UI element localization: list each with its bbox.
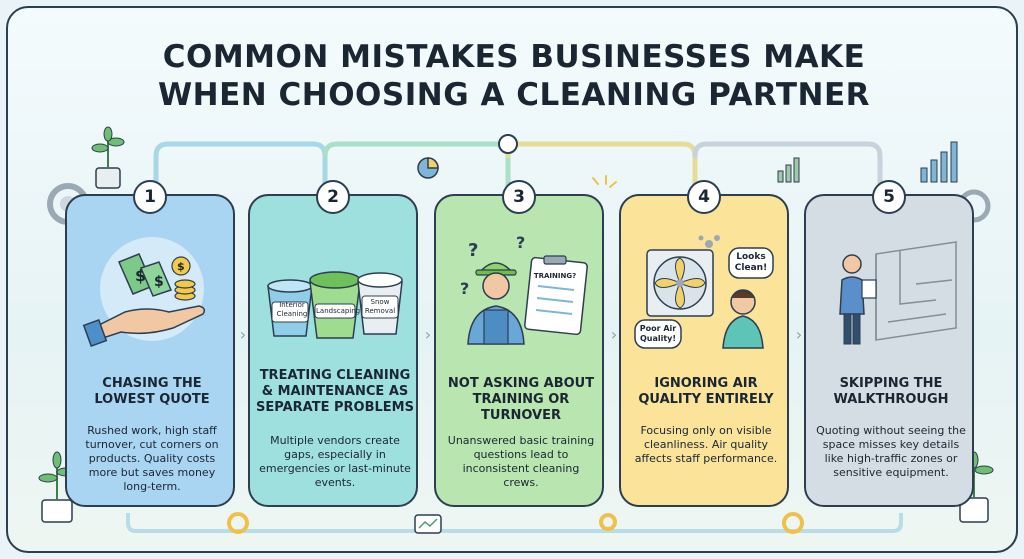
svg-text:?: ? xyxy=(516,233,525,252)
fan-vent-icon xyxy=(646,249,714,317)
buckets-illustration xyxy=(267,271,403,339)
arrow-right-icon: › xyxy=(424,325,432,344)
air-vent-illustration xyxy=(634,235,774,349)
card-description: Rushed work, high staff turnover, cut co… xyxy=(85,424,219,493)
worker-training-illustration: ? ? ? xyxy=(460,233,588,345)
step-number-badge: 5 xyxy=(872,180,906,214)
card-title: NOT ASKING ABOUT TRAINING OR TURNOVER xyxy=(447,376,595,423)
title-line-1: COMMON MISTAKES BUSINESSES MAKE xyxy=(162,39,866,75)
sparkle-icon xyxy=(592,175,617,188)
arrow-right-icon: › xyxy=(795,325,803,344)
bucket-label-interior: Interior Cleaning xyxy=(276,301,308,318)
card-title: CHASING THE LOWEST QUOTE xyxy=(94,376,210,407)
card-description: Unanswered basic training questions lead… xyxy=(447,434,595,489)
person-with-clipboard-icon xyxy=(839,254,877,345)
person-coughing-icon xyxy=(722,289,764,349)
card-title: TREATING CLEANING & MAINTENANCE AS SEPAR… xyxy=(256,368,414,415)
walkthrough-illustration xyxy=(839,241,957,345)
svg-text:$: $ xyxy=(135,266,146,285)
clipboard-label: TRAINING? xyxy=(533,272,577,280)
step-number-badge: 4 xyxy=(687,180,721,214)
plant-icon xyxy=(91,126,125,189)
infographic-frame: COMMON MISTAKES BUSINESSES MAKE WHEN CHO… xyxy=(6,6,1018,553)
clipboard-icon xyxy=(524,255,588,336)
worker-icon xyxy=(467,262,525,345)
bucket-label-landscaping: Landscaping xyxy=(316,307,361,315)
mistake-card-3: 3 ? ? ? xyxy=(434,180,604,507)
svg-text:$: $ xyxy=(177,260,185,273)
question-mark-icon: ? ? ? xyxy=(460,233,525,298)
price-tag-icon: $ $ xyxy=(118,253,173,297)
bucket-label-snow: Snow Removal xyxy=(364,298,396,315)
speech-bubble-poor-air: Poor Air Quality! xyxy=(639,324,677,343)
mistake-card-5: 5 SKIPPING THE WALKTHROUGH Quoting witho… xyxy=(804,180,974,507)
svg-text:?: ? xyxy=(460,279,469,298)
dust-icon xyxy=(698,235,720,248)
pie-chart-icon xyxy=(417,157,439,179)
line-chart-icon xyxy=(414,514,442,534)
bar-chart-icon xyxy=(920,141,958,183)
card-description: Multiple vendors create gaps, especially… xyxy=(259,434,411,489)
speech-bubble-looks-clean: Looks Clean! xyxy=(734,252,768,273)
card-title: SKIPPING THE WALKTHROUGH xyxy=(833,376,949,407)
step-number-badge: 1 xyxy=(133,180,167,214)
mistake-card-1: 1 $ $ $ CHASING THE LOWEST QUOTE Rush xyxy=(65,180,235,507)
coin-stack-icon: $ xyxy=(171,256,196,301)
gear-icon xyxy=(227,512,804,534)
floor-plan-icon xyxy=(875,241,957,341)
step-number-badge: 2 xyxy=(316,180,350,214)
card-description: Quoting without seeing the space misses … xyxy=(816,424,966,479)
card-title: IGNORING AIR QUALITY ENTIRELY xyxy=(638,376,774,407)
mistake-card-2: 2 Interior Cleaning Landscaping Snow Rem… xyxy=(248,180,418,507)
mistake-card-4: 4 Looks Clean! Poor Air Qua xyxy=(619,180,789,507)
step-number-badge: 3 xyxy=(502,180,536,214)
arrow-right-icon: › xyxy=(239,325,247,344)
arrow-right-icon: › xyxy=(610,325,618,344)
page-title: COMMON MISTAKES BUSINESSES MAKE WHEN CHO… xyxy=(8,38,1016,114)
hand-icon xyxy=(82,305,206,348)
money-hand-illustration: $ $ $ xyxy=(82,237,206,348)
bar-chart-icon xyxy=(777,157,800,183)
svg-text:?: ? xyxy=(468,240,478,261)
card-description: Focusing only on visible cleanliness. Ai… xyxy=(634,424,778,465)
svg-text:$: $ xyxy=(154,274,164,290)
title-line-2: WHEN CHOOSING A CLEANING PARTNER xyxy=(157,77,871,113)
